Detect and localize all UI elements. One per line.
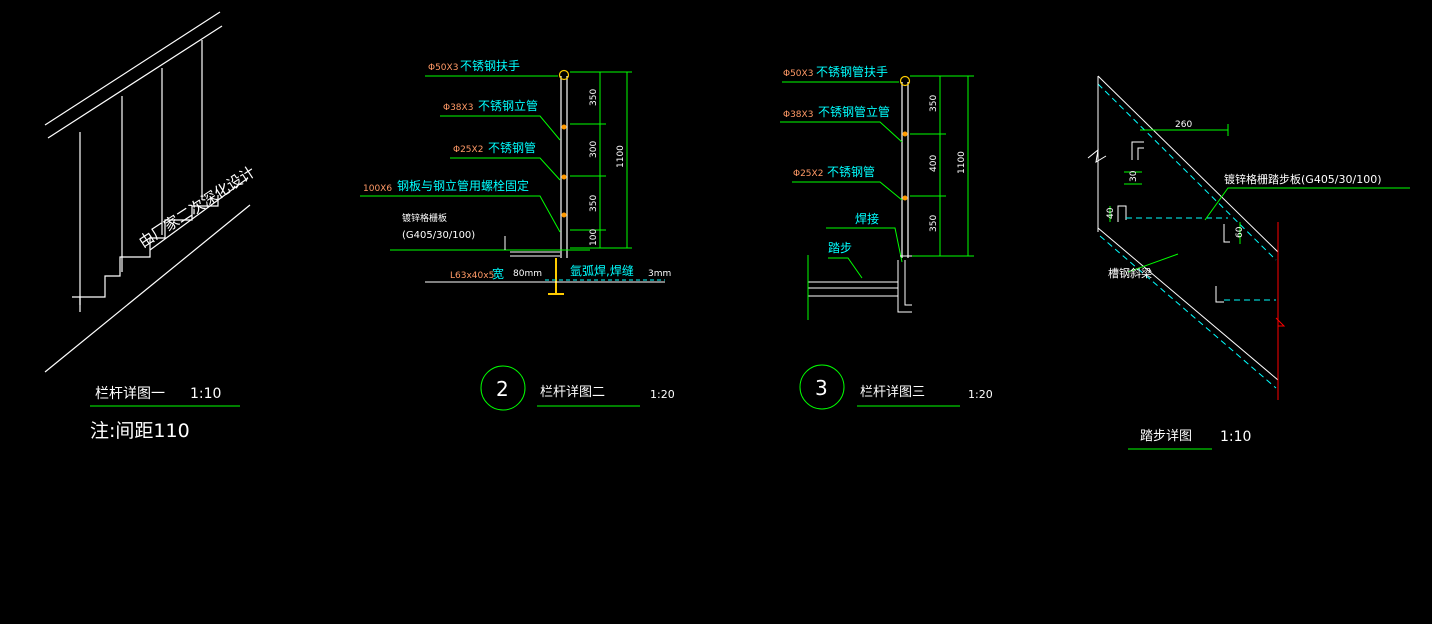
detail-3-tube-spec: Φ25X2 [793, 169, 823, 179]
detail-2-dim-100: 100 [589, 229, 599, 246]
detail-2-dim-300: 300 [589, 141, 599, 158]
detail-3-number: 3 [815, 376, 828, 400]
detail-2-width-dim: 80mm [513, 269, 542, 279]
detail-4-dim-60: 60 [1235, 226, 1245, 238]
detail-2-tube-spec: Φ25X2 [453, 145, 483, 155]
detail-2-title: 栏杆详图二 [540, 385, 605, 400]
detail-4-dim-40: 40 [1106, 207, 1116, 219]
detail-2-post-label: 不锈钢立管 [478, 98, 538, 113]
detail-2-dim-350a: 350 [589, 89, 599, 106]
detail-3-scale: 1:20 [968, 388, 993, 401]
detail-2-weld-dim: 3mm [648, 269, 671, 279]
detail-4-dim-30: 30 [1129, 170, 1139, 182]
detail-1-title: 栏杆详图一 [95, 386, 165, 402]
detail-1-vertical-note: 由厂家二次深化设计 [135, 163, 258, 252]
detail-2-weld-label: 氩弧焊,焊缝 [570, 263, 634, 278]
detail-2-wide-label: 宽 [492, 266, 504, 281]
detail-2-dim-350b: 350 [589, 195, 599, 212]
detail-3-dim-total: 1100 [957, 151, 967, 174]
detail-1-scale: 1:10 [190, 386, 221, 402]
detail-3-post-spec: Φ38X3 [783, 110, 813, 120]
detail-3-handrail-label: 不锈钢管扶手 [816, 64, 888, 79]
detail-3-number-circle [799, 364, 845, 410]
detail-4-dim-run: 260 [1175, 120, 1192, 130]
detail-2-handrail-spec: Φ50X3 [428, 63, 458, 73]
detail-2-plate-spec: 100X6 [363, 184, 392, 194]
detail-2-number-circle [480, 365, 526, 411]
detail-2-tread-label: 镀锌格栅板 [402, 212, 447, 224]
detail-4-beam-label: 槽钢斜梁 [1108, 266, 1152, 280]
detail-2-handrail-label: 不锈钢扶手 [460, 58, 520, 73]
detail-1-railing-elevation [44, 11, 251, 373]
detail-3-dim-350b: 350 [929, 215, 939, 232]
detail-2-post-spec: Φ38X3 [443, 103, 473, 113]
detail-3-tube-label: 不锈钢管 [827, 164, 875, 179]
detail-3-title: 栏杆详图三 [860, 385, 925, 400]
detail-4-scale: 1:10 [1220, 429, 1251, 445]
detail-2-dim-total: 1100 [616, 145, 626, 168]
detail-2-scale: 1:20 [650, 388, 675, 401]
detail-2-angle-spec: L63x40x5 [450, 271, 494, 281]
detail-4-tread-section [1087, 75, 1410, 400]
detail-3-tread-label: 踏步 [828, 241, 852, 255]
detail-2-tread-spec: (G405/30/100) [402, 230, 475, 241]
detail-3-dim-350a: 350 [929, 95, 939, 112]
detail-2-tube-label: 不锈钢管 [488, 140, 536, 155]
detail-2-railing-section [360, 69, 665, 295]
detail-1-note: 注:间距110 [90, 420, 190, 442]
detail-2-number: 2 [496, 377, 509, 401]
detail-4-title: 踏步详图 [1140, 429, 1192, 444]
detail-2-plate-label: 钢板与钢立管用螺栓固定 [397, 178, 529, 193]
detail-4-grating-label: 镀锌格栅踏步板(G405/30/100) [1224, 172, 1382, 186]
detail-3-railing-section [780, 75, 974, 320]
detail-3-handrail-spec: Φ50X3 [783, 69, 813, 79]
detail-3-weld-label: 焊接 [855, 211, 879, 226]
detail-3-dim-400: 400 [929, 155, 939, 172]
detail-3-post-label: 不锈钢管立管 [818, 104, 890, 119]
